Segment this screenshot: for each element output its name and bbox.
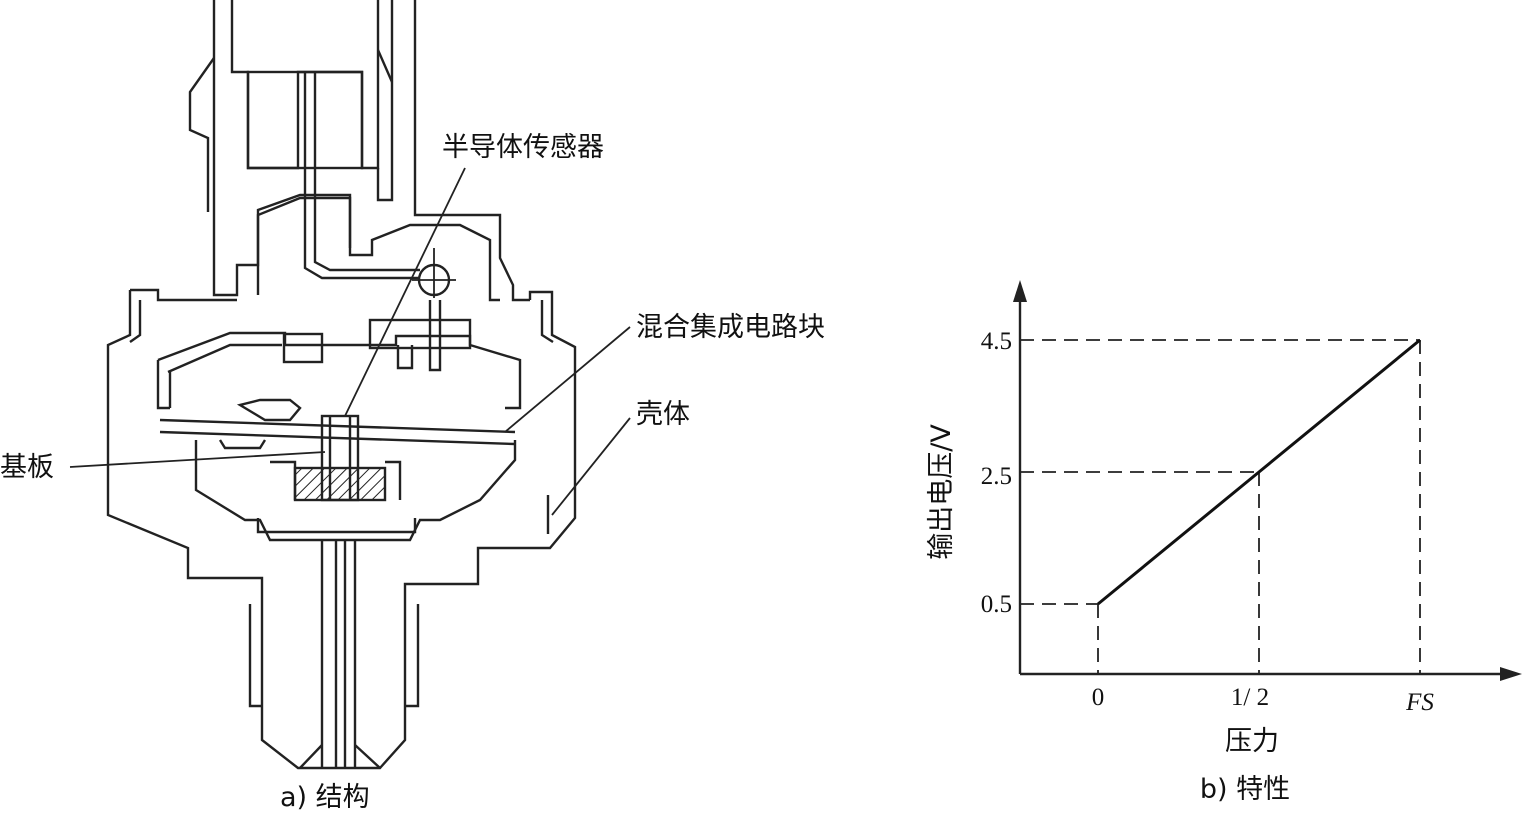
- caption-characteristic: b) 特性: [1200, 774, 1290, 805]
- lead-wire: [303, 72, 420, 280]
- leader-substrate: [69, 451, 326, 468]
- plot-area: [1097, 338, 1421, 606]
- x-tick-label-half: 1/ 2: [1231, 684, 1269, 711]
- reference-dashed-lines: [1020, 339, 1421, 674]
- label-substrate: 基板: [0, 452, 54, 483]
- label-hybrid-ic: 混合集成电路块: [636, 312, 825, 343]
- x-axis-arrow: [1500, 667, 1522, 681]
- y-tick-label-4-5: 4.5: [981, 328, 1012, 355]
- leader-semiconductor-sensor: [344, 167, 466, 417]
- y-axis-arrow: [1013, 280, 1027, 302]
- label-housing: 壳体: [636, 399, 690, 430]
- housing-body: [106, 288, 577, 604]
- y-axis-title: 输出电压/V: [926, 424, 957, 560]
- y-tick-label-2-5: 2.5: [981, 463, 1012, 490]
- leader-hybrid-ic: [504, 326, 631, 433]
- x-axis-title: 压力: [1225, 726, 1279, 757]
- substrate-region: [194, 398, 517, 542]
- leader-housing: [551, 417, 631, 516]
- characteristic-chart: 0.5 2.5 4.5 0 1/ 2 FS 压力 输出电压/V b) 特性: [926, 280, 1522, 805]
- y-tick-label-0-5: 0.5: [981, 591, 1012, 618]
- caption-structure: a) 结构: [280, 782, 370, 813]
- sensor-structure-drawing: 半导体传感器 混合集成电路块 壳体 基板 a) 结构: [0, 0, 825, 813]
- hybrid-circuit-board: [156, 300, 522, 446]
- pressure-port-stem: [248, 540, 420, 770]
- x-tick-label-fs: FS: [1405, 689, 1434, 716]
- label-semiconductor-sensor: 半导体传感器: [442, 132, 604, 163]
- x-tick-label-0: 0: [1092, 684, 1105, 711]
